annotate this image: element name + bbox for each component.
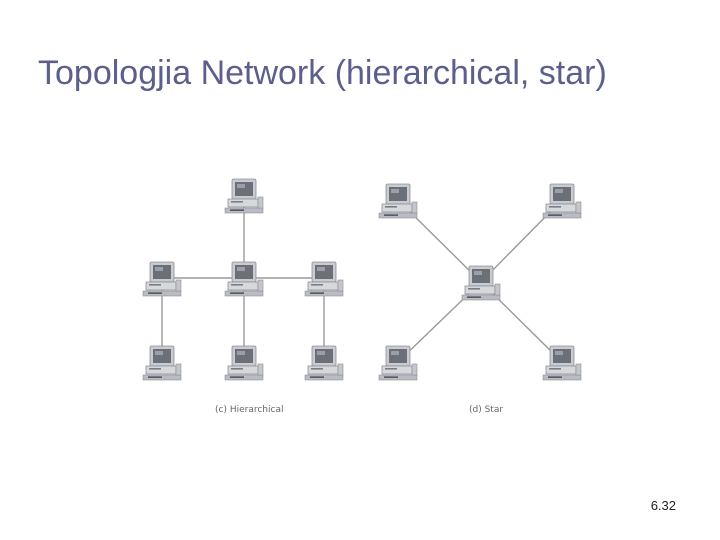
slide-title: Topologjia Network (hierarchical, star) bbox=[38, 54, 607, 92]
hierarchical-leaf-left-computer-workstation-icon bbox=[142, 345, 182, 381]
nodes-layer bbox=[142, 178, 582, 381]
hierarchical-root-computer-workstation-icon bbox=[224, 178, 264, 214]
caption-hierarchical: (c) Hierarchical bbox=[215, 405, 283, 415]
hierarchical-mid-left-computer-workstation-icon bbox=[142, 261, 182, 297]
star-hub-computer-workstation-icon bbox=[461, 265, 501, 301]
page-number: 6.32 bbox=[650, 498, 676, 513]
caption-star: (d) Star bbox=[469, 405, 503, 415]
star-bottom-right-computer-workstation-icon bbox=[542, 345, 582, 381]
hierarchical-leaf-right-computer-workstation-icon bbox=[304, 345, 344, 381]
star-top-left-computer-workstation-icon bbox=[378, 183, 418, 219]
star-top-right-computer-workstation-icon bbox=[542, 183, 582, 219]
hierarchical-mid-right-computer-workstation-icon bbox=[304, 261, 344, 297]
star-bottom-left-computer-workstation-icon bbox=[378, 345, 418, 381]
links-layer bbox=[161, 195, 563, 363]
hierarchical-leaf-center-computer-workstation-icon bbox=[224, 345, 264, 381]
hierarchical-mid-center-computer-workstation-icon bbox=[224, 261, 264, 297]
